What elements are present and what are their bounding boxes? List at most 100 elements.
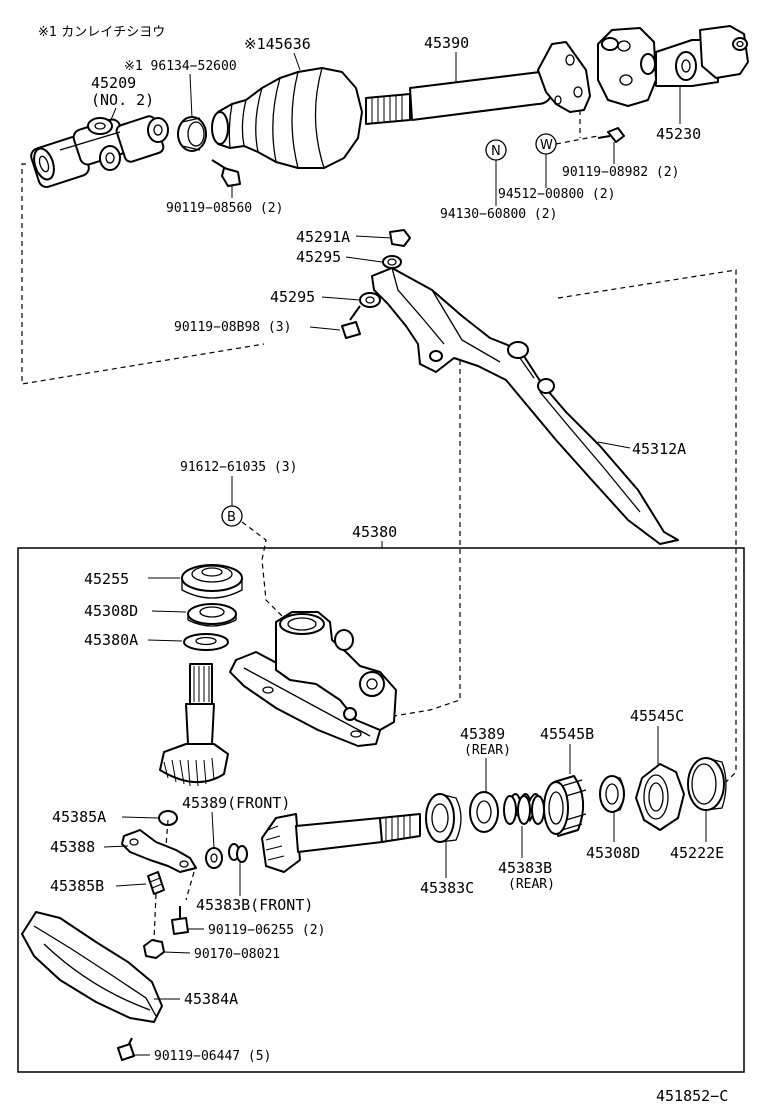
bearing-45383C — [425, 793, 462, 843]
bushing-45295-b — [359, 292, 381, 308]
label-45291A: 45291A — [296, 228, 350, 246]
circle-w-text: W — [540, 138, 553, 153]
seal-45255 — [181, 564, 243, 599]
leader-45312A — [597, 441, 631, 449]
leader-45636 — [293, 52, 301, 71]
bolt-90119-08B98 — [341, 305, 361, 339]
bolt-90119-08560 — [211, 159, 241, 187]
label-45295-a: 45295 — [296, 248, 341, 266]
oil-seal-45308D-b — [599, 775, 625, 813]
label-45385B: 45385B — [50, 877, 104, 895]
dash-arm-gearbox — [393, 360, 461, 717]
leader-96134 — [189, 73, 193, 119]
label-45545B: 45545B — [540, 725, 594, 743]
leader-45389-front — [211, 811, 215, 849]
cap-45291A — [389, 229, 411, 247]
assembly-box-45380 — [17, 547, 745, 1073]
label-94512: 94512−00800 (2) — [498, 187, 615, 202]
dash-left-loop — [21, 163, 265, 385]
clamp-96134 — [177, 116, 207, 152]
circle-w-marker: W — [535, 133, 557, 155]
dash-w-bolt — [555, 135, 599, 145]
label-45383B-rear: 45383B — [498, 859, 552, 877]
leader-45385B — [115, 883, 147, 887]
circle-n-text: N — [491, 144, 501, 159]
label-45209-no2: (NO. 2) — [91, 91, 154, 109]
label-45308D-a: 45308D — [84, 602, 138, 620]
label-45308D-b: 45308D — [586, 844, 640, 862]
spring-45383B-front — [228, 843, 248, 863]
label-90119-08982: 90119−08982 (2) — [562, 165, 679, 180]
label-94130: 94130−60800 (2) — [440, 207, 557, 222]
label-90119-08B98: 90119−08B98 (3) — [174, 320, 291, 335]
leader-90170-08021 — [163, 951, 191, 954]
leader-45291A — [355, 235, 393, 239]
label-45230: 45230 — [656, 125, 701, 143]
bolt-90119-08982 — [597, 127, 625, 143]
gearbox-housing — [229, 611, 397, 747]
leader-45385A — [121, 816, 159, 819]
leader-45388 — [103, 845, 129, 848]
label-45636: ※145636 — [244, 35, 311, 53]
cap-45222E — [687, 757, 727, 811]
label-96134: ※1 96134−52600 — [124, 59, 237, 74]
label-45380: 45380 — [352, 523, 397, 541]
dust-boot-45636 — [211, 67, 363, 169]
leader-90119-08B98 — [309, 326, 341, 331]
intermediate-shaft-45390 — [365, 41, 591, 125]
label-45295-b: 45295 — [270, 288, 315, 306]
circle-b-text: B — [227, 510, 236, 525]
label-45383B-front: 45383B(FRONT) — [196, 896, 313, 914]
sleeve-45545B — [543, 775, 587, 837]
bearing-45389-front — [205, 847, 223, 869]
washer-45380A — [183, 633, 229, 651]
leader-45380A — [147, 639, 183, 642]
drop-arm-45312A — [371, 267, 679, 545]
universal-joint-45230 — [597, 25, 749, 107]
bracket-45388 — [121, 829, 197, 873]
label-45545C: 45545C — [630, 707, 684, 725]
label-90119-08560: 90119−08560 (2) — [166, 201, 283, 216]
nut-90170-08021 — [143, 939, 165, 959]
dash-b-gearbox — [241, 521, 287, 621]
label-45389-rear: 45389 — [460, 725, 505, 743]
leader-45295-a — [345, 256, 383, 263]
label-45390: 45390 — [424, 34, 469, 52]
label-45389-front: 45389(FRONT) — [182, 794, 290, 812]
bolt-90119-06447 — [117, 1037, 135, 1061]
dash-right-loop — [557, 269, 737, 783]
label-90119-06447: 90119−06447 (5) — [154, 1049, 271, 1064]
cover-45384A — [21, 911, 163, 1023]
label-45209: 45209 — [91, 74, 136, 92]
leader-45295-b — [321, 296, 361, 301]
bolt-90119-06255 — [171, 906, 189, 935]
label-45389-rear-sub: (REAR) — [464, 743, 511, 758]
japanese-note: ※1 カンレイチシヨウ — [38, 25, 165, 40]
label-45383C: 45383C — [420, 879, 474, 897]
circle-n-marker: N — [485, 139, 507, 161]
label-45384A: 45384A — [184, 990, 238, 1008]
label-45388: 45388 — [50, 838, 95, 856]
dash-fitting-nut — [153, 893, 157, 941]
label-45222E: 45222E — [670, 844, 724, 862]
locknut-45545C — [635, 763, 685, 831]
sector-shaft — [159, 663, 229, 787]
bearing-45389-rear — [469, 791, 499, 833]
circle-b-marker: B — [221, 505, 243, 527]
universal-joint-45209 — [30, 115, 169, 188]
label-91612: 91612−61035 (3) — [180, 460, 297, 475]
label-45383B-rear-sub: (REAR) — [508, 877, 555, 892]
label-90119-06255: 90119−06255 (2) — [208, 923, 325, 938]
oil-seal-45308D-a — [187, 603, 237, 627]
label-45255: 45255 — [84, 570, 129, 588]
fitting-45385B — [147, 871, 165, 895]
spring-45383B-rear — [503, 793, 545, 825]
leader-45308D-a — [151, 610, 187, 613]
dash-bracket — [165, 819, 195, 901]
label-45380A: 45380A — [84, 631, 138, 649]
label-90170-08021: 90170−08021 — [194, 947, 280, 962]
bushing-45295-a — [382, 255, 402, 269]
label-45385A: 45385A — [52, 808, 106, 826]
label-45312A: 45312A — [632, 440, 686, 458]
